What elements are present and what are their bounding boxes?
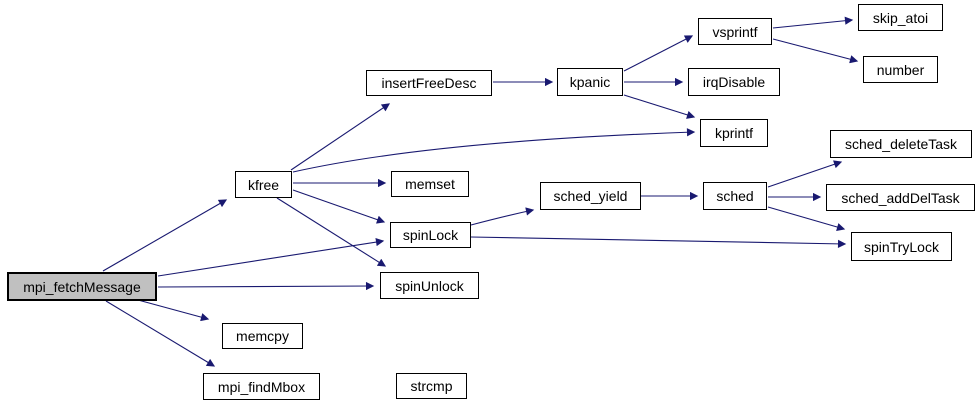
edge-kpanic-kprintf bbox=[623, 94, 696, 119]
node-label: spinLock bbox=[402, 227, 459, 243]
node-label: vsprintf bbox=[712, 23, 758, 40]
node-label: mpi_fetchMessage bbox=[23, 278, 141, 295]
node-strcmp[interactable]: strcmp bbox=[396, 373, 467, 399]
node-label: irqDisable bbox=[702, 74, 766, 90]
edge-mpifetchmessage-memcpy bbox=[137, 299, 210, 322]
node-kfree[interactable]: kfree bbox=[235, 171, 292, 198]
node-number[interactable]: number bbox=[863, 56, 938, 83]
node-insertfreedesc[interactable]: insertFreeDesc bbox=[366, 70, 492, 96]
edge-kfree-insertfreedesc bbox=[290, 103, 391, 171]
node-kprintf[interactable]: kprintf bbox=[700, 119, 768, 147]
edge-sched-scheddeletetask bbox=[767, 160, 843, 188]
node-sched[interactable]: sched bbox=[703, 182, 767, 210]
node-label: kfree bbox=[247, 176, 280, 193]
node-label: memcpy bbox=[236, 328, 289, 344]
node-memset[interactable]: memset bbox=[391, 171, 469, 197]
node-label: insertFreeDesc bbox=[381, 75, 477, 91]
node-irqdisable[interactable]: irqDisable bbox=[688, 68, 780, 96]
node-sched-adddeltask[interactable]: sched_addDelTask bbox=[826, 184, 975, 211]
node-label: spinUnlock bbox=[395, 277, 464, 294]
edge-mpifetchmessage-kfree bbox=[102, 199, 228, 272]
node-label: sched_yield bbox=[553, 188, 628, 204]
node-label: sched bbox=[716, 188, 754, 204]
node-vsprintf[interactable]: vsprintf bbox=[698, 18, 772, 45]
edge-spinlock-schedyield bbox=[470, 207, 535, 226]
edge-spinlock-spintrylock bbox=[470, 236, 847, 248]
node-label: skip_atoi bbox=[872, 9, 929, 26]
edge-sched-spintrylock bbox=[767, 206, 846, 232]
node-label: number bbox=[876, 61, 925, 78]
node-spinlock[interactable]: spinLock bbox=[390, 222, 471, 248]
node-sched-deletetask[interactable]: sched_deleteTask bbox=[830, 130, 972, 158]
edge-mpifetchmessage-spinlock bbox=[157, 238, 385, 277]
edge-vsprintf-number bbox=[772, 38, 859, 64]
node-mpi-fetchmessage[interactable]: mpi_fetchMessage bbox=[7, 272, 157, 301]
node-label: kprintf bbox=[714, 125, 754, 141]
node-label: sched_addDelTask bbox=[841, 189, 960, 206]
edge-kfree-spinunlock bbox=[276, 197, 387, 267]
node-label: kpanic bbox=[569, 74, 611, 90]
node-label: mpi_findMbox bbox=[217, 378, 306, 395]
node-spinunlock[interactable]: spinUnlock bbox=[380, 272, 479, 299]
edge-mpifetchmessage-mpifindmbox bbox=[105, 300, 216, 367]
node-mpi-findmbox[interactable]: mpi_findMbox bbox=[203, 373, 320, 400]
node-skip-atoi[interactable]: skip_atoi bbox=[858, 4, 943, 31]
edge-kpanic-vsprintf bbox=[623, 35, 694, 72]
node-label: sched_deleteTask bbox=[844, 136, 958, 152]
node-label: spinTryLock bbox=[864, 238, 939, 255]
node-spintrylock[interactable]: spinTryLock bbox=[851, 232, 952, 261]
edge-kfree-spinlock bbox=[292, 189, 386, 224]
node-sched-yield[interactable]: sched_yield bbox=[540, 182, 641, 210]
edge-vsprintf-skipatoi bbox=[772, 16, 854, 29]
edge-kfree-kprintf bbox=[292, 128, 696, 173]
node-kpanic[interactable]: kpanic bbox=[557, 68, 623, 96]
edge-mpifetchmessage-spinunlock bbox=[157, 281, 375, 291]
node-label: memset bbox=[405, 176, 455, 192]
node-memcpy[interactable]: memcpy bbox=[222, 323, 303, 349]
node-label: strcmp bbox=[410, 378, 453, 394]
